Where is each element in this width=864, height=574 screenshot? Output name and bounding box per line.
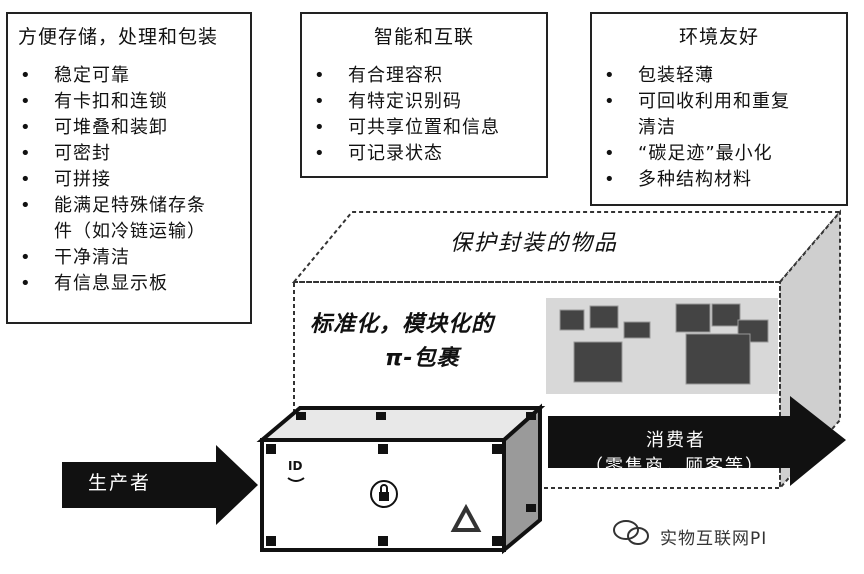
bullet: •: [314, 117, 326, 138]
bullet: •: [604, 143, 616, 164]
list-item: •多种结构材料: [602, 167, 836, 193]
bullet: •: [604, 65, 616, 86]
list-item: •可拼接: [18, 167, 240, 193]
lock-icon: [370, 480, 398, 508]
storage-handling-title: 方便存储，处理和包装: [18, 26, 219, 48]
producer-arrow: [62, 445, 258, 525]
smart-connected-box: 智能和互联 •有合理容积 •有特定识别码 •可共享位置和信息 •可记录状态: [300, 12, 548, 178]
list-item: •有特定识别码: [312, 89, 536, 115]
modular-boxes-image: [546, 298, 778, 394]
bullet: •: [20, 143, 32, 164]
list-item: •可密封: [18, 141, 240, 167]
protected-goods-label: 保护封装的物品: [450, 231, 619, 256]
list-item: •有卡扣和连锁: [18, 89, 240, 115]
watermark-text: 实物互联网PI: [660, 529, 768, 549]
list-item: •干净清洁: [18, 245, 240, 271]
bullet: •: [604, 169, 616, 190]
recycle-icon: [450, 503, 482, 532]
id-tag-text: ID: [288, 459, 302, 473]
list-item: •可堆叠和装卸: [18, 115, 240, 141]
storage-handling-list: •稳定可靠 •有卡扣和连锁 •可堆叠和装卸 •可密封 •可拼接 •能满足特殊储存…: [18, 63, 240, 297]
bullet: •: [20, 273, 32, 294]
wechat-icon: [613, 520, 649, 545]
eco-friendly-list: •包装轻薄 •可回收利用和重复 清洁 •“碳足迹”最小化 •多种结构材料: [602, 63, 836, 193]
bullet: •: [20, 65, 32, 86]
list-item: •“碳足迹”最小化: [602, 141, 836, 167]
list-item: •可回收利用和重复: [602, 89, 836, 115]
smart-connected-title: 智能和互联: [373, 26, 474, 48]
bullet: •: [20, 117, 32, 138]
consumer-label: 消费者: [646, 430, 706, 451]
consumer-sublabel: （零售商，顾客等）: [585, 456, 765, 477]
bullet: •: [604, 91, 616, 112]
bullet: •: [20, 91, 32, 112]
pi-container: ID: [256, 403, 546, 555]
bullet: •: [314, 143, 326, 164]
list-item: •有信息显示板: [18, 271, 240, 297]
list-item: •有合理容积: [312, 63, 536, 89]
list-item: •可共享位置和信息: [312, 115, 536, 141]
bullet: •: [314, 91, 326, 112]
bullet: •: [314, 65, 326, 86]
storage-handling-box: 方便存储，处理和包装 •稳定可靠 •有卡扣和连锁 •可堆叠和装卸 •可密封 •可…: [6, 12, 252, 324]
consumer-arrow: [548, 396, 846, 486]
producer-label: 生产者: [88, 472, 152, 494]
smart-connected-list: •有合理容积 •有特定识别码 •可共享位置和信息 •可记录状态: [312, 63, 536, 167]
bullet: •: [20, 195, 32, 216]
list-item-continuation: 清洁: [638, 117, 676, 138]
list-item-continuation: 件（如冷链运输）: [54, 221, 206, 242]
bullet: •: [20, 247, 32, 268]
bullet: •: [20, 169, 32, 190]
list-item: •能满足特殊储存条: [18, 193, 240, 219]
list-item: •可记录状态: [312, 141, 536, 167]
list-item: •稳定可靠: [18, 63, 240, 89]
standard-modular-label: 标准化，模块化的: [310, 312, 495, 337]
rfid-icon: ID: [287, 459, 305, 482]
eco-friendly-box: 环境友好 •包装轻薄 •可回收利用和重复 清洁 •“碳足迹”最小化 •多种结构材…: [590, 12, 848, 206]
list-item: •包装轻薄: [602, 63, 836, 89]
eco-friendly-title: 环境友好: [678, 26, 759, 48]
pi-package-label: π-包裹: [385, 346, 460, 371]
